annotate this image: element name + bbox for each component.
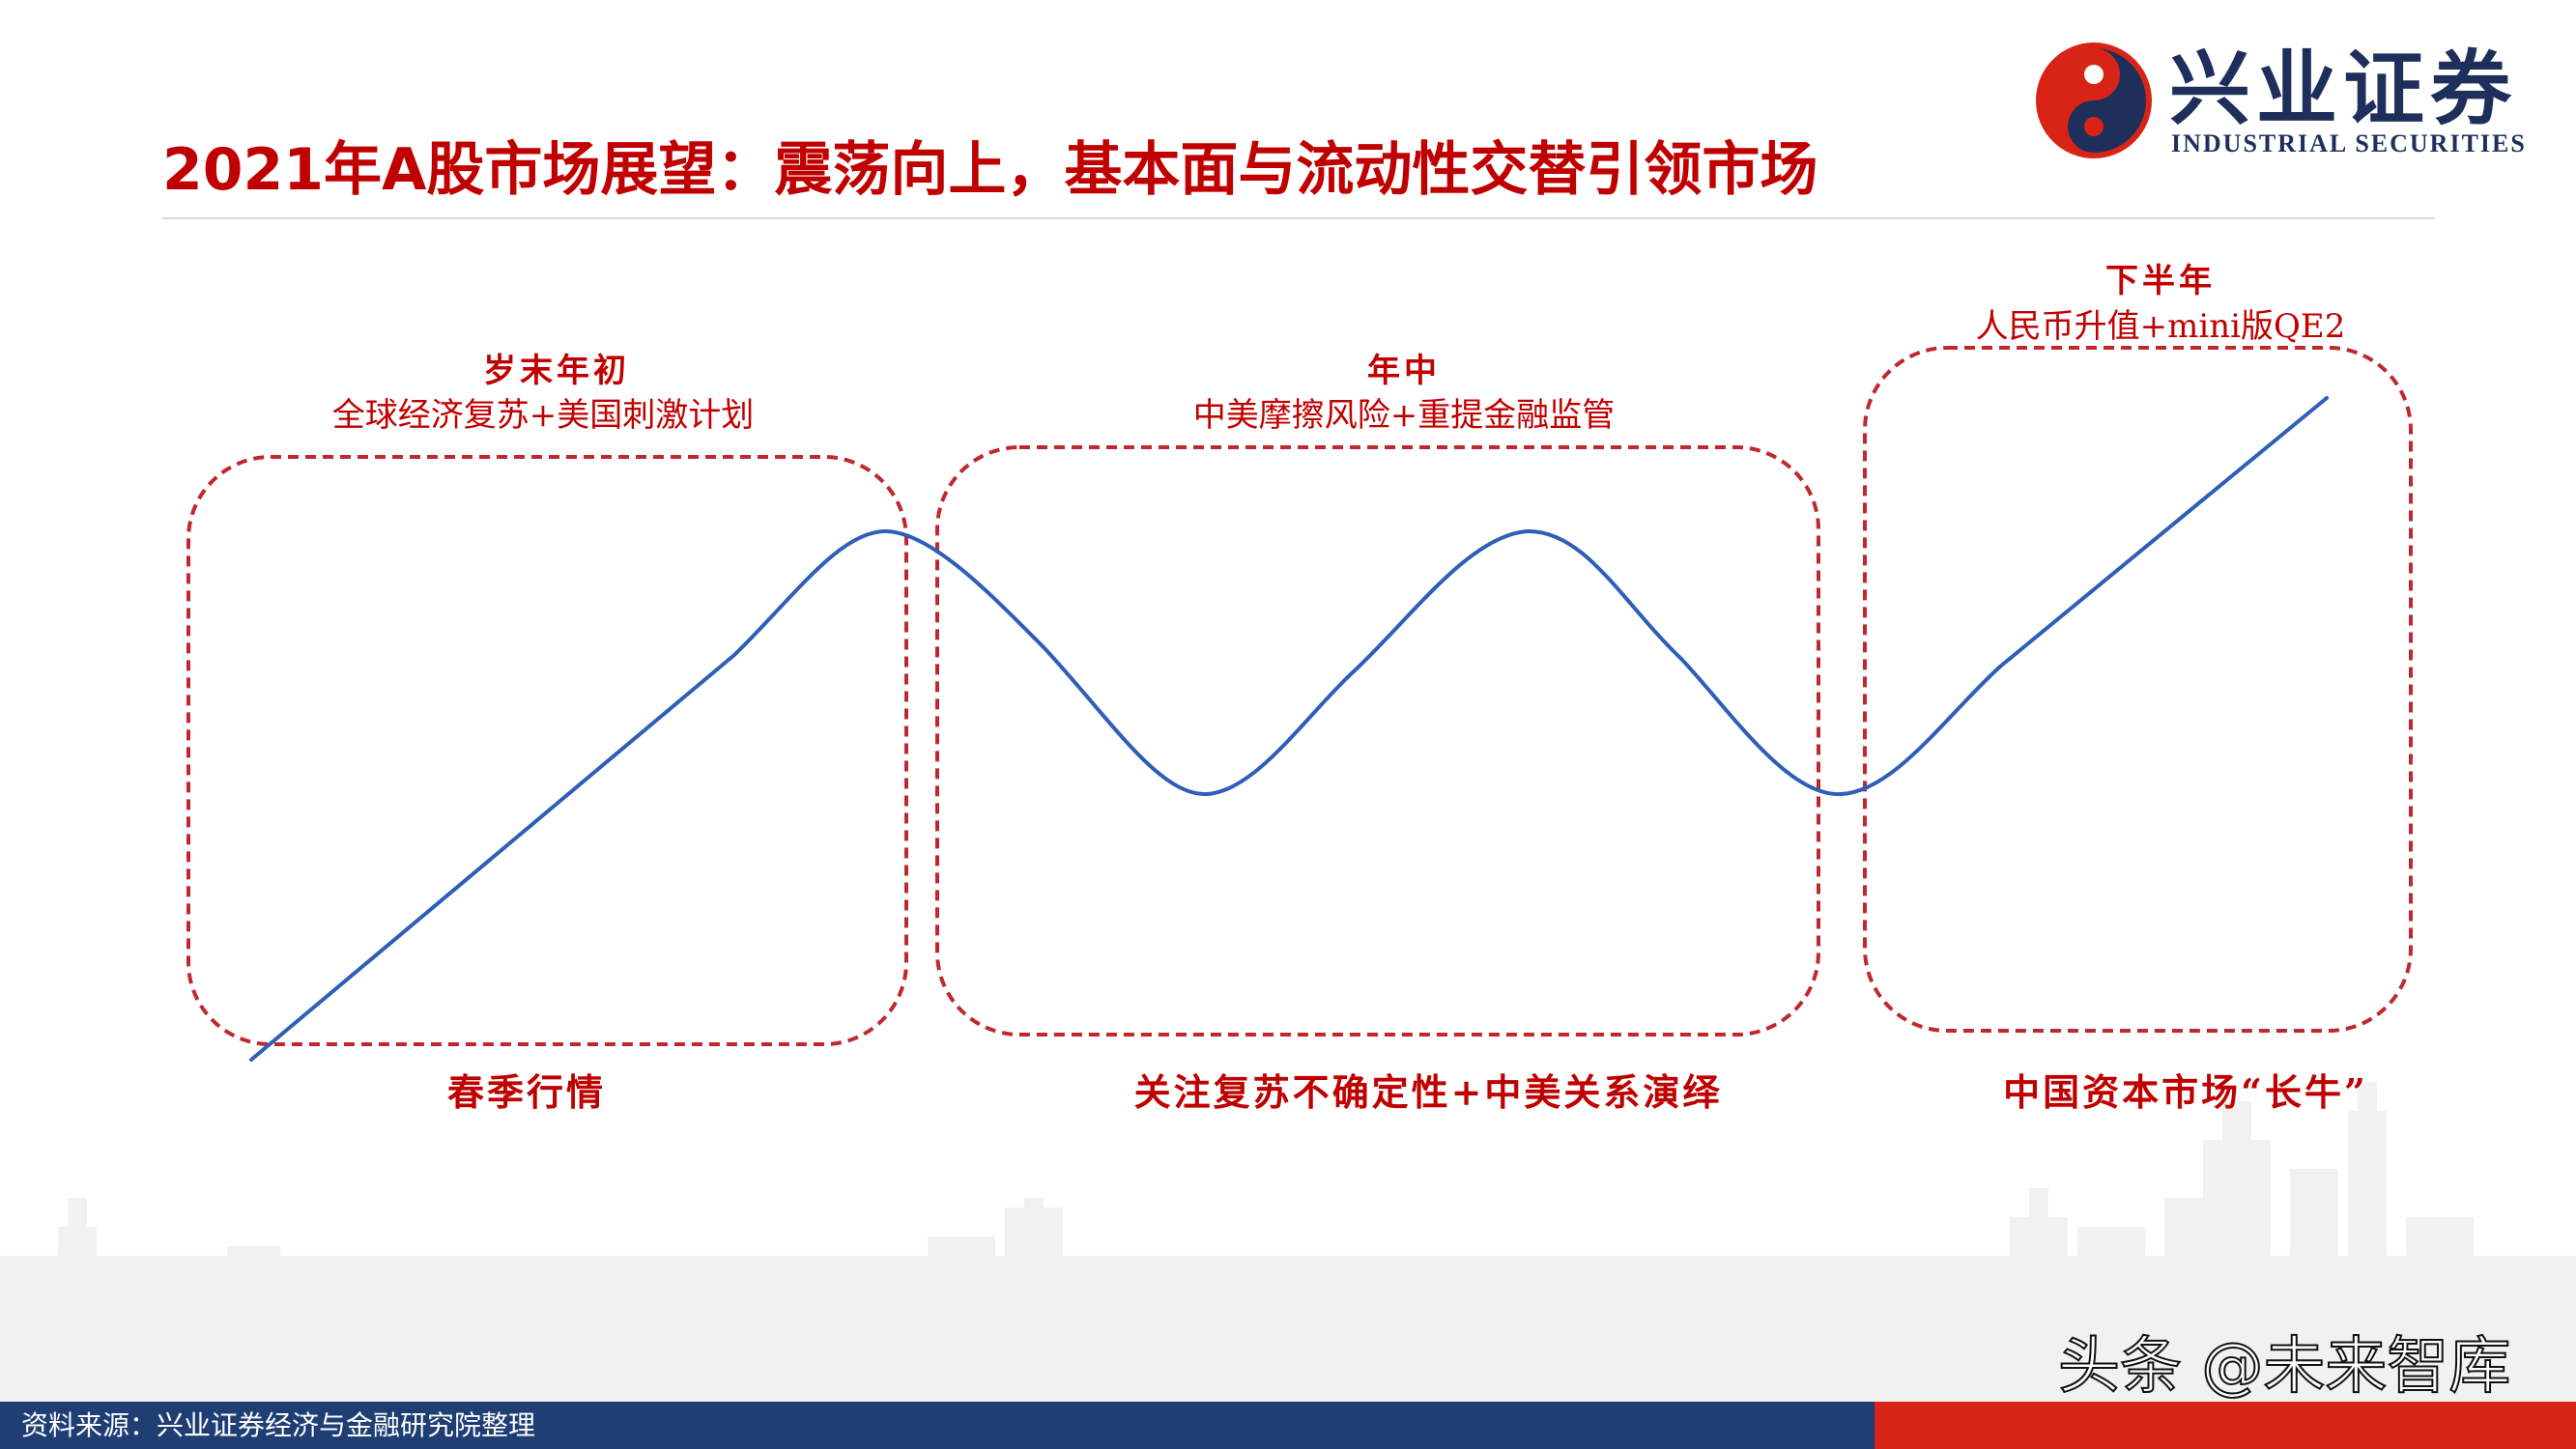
stage-box-early [186, 455, 908, 1046]
footer-accent-bar [1875, 1402, 2576, 1449]
stage-bottom-label-late: 中国资本市场“长牛” [2003, 1070, 2368, 1114]
stage-title-early: 岁末年初 [483, 352, 630, 390]
company-logo: 兴业证券 INDUSTRIAL SECURITIES [2034, 41, 2536, 158]
logo-name-en: INDUSTRIAL SECURITIES [2171, 129, 2527, 157]
market-trend-line [249, 396, 2329, 1062]
stage-subtitle-mid: 中美摩擦风险+重提金融监管 [1192, 396, 1616, 435]
stage-subtitle-early: 全球经济复苏+美国刺激计划 [331, 396, 755, 435]
stage-bottom-label-early: 春季行情 [446, 1070, 607, 1114]
page-title: 2021年A股市场展望：震荡向上，基本面与流动性交替引领市场 [162, 136, 1818, 204]
title-divider [162, 217, 2435, 219]
footer-source-note: 资料来源：兴业证券经济与金融研究院整理 [21, 1409, 536, 1441]
watermark: 头条 @未来智库 [2057, 1331, 2511, 1403]
stage-title-mid: 年中 [1367, 352, 1441, 390]
stage-box-mid [935, 445, 1820, 1037]
stage-box-late [1863, 346, 2413, 1033]
stage-subtitle-late: 人民币升值+mini版QE2 [1975, 307, 2346, 346]
logo-emblem-icon [2036, 43, 2152, 158]
stage-title-late: 下半年 [2105, 262, 2216, 300]
logo-name-cn: 兴业证券 [2169, 41, 2518, 136]
stage-bottom-label-mid: 关注复苏不确定性+中美关系演绎 [1133, 1070, 1723, 1114]
